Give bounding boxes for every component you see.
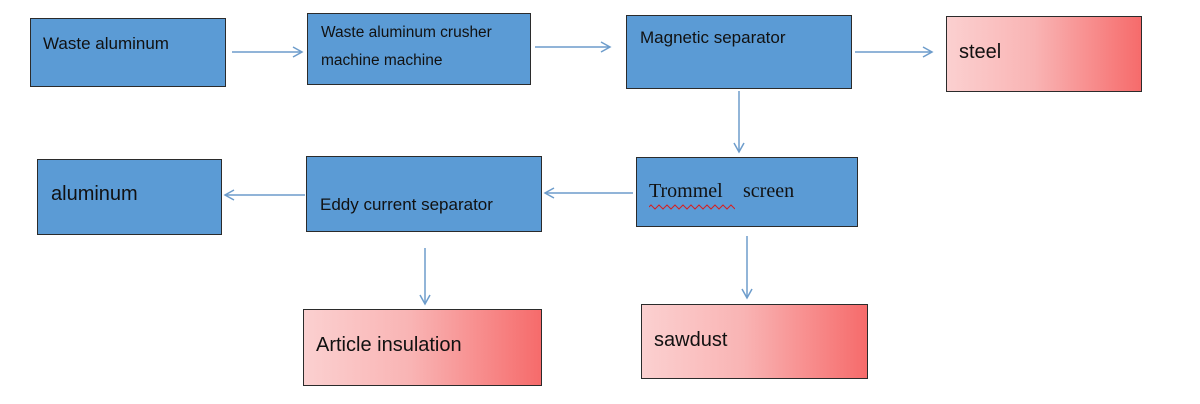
node-eddy-current-separator: Eddy current separator [306,156,542,232]
node-article-insulation: Article insulation [303,309,542,386]
node-eddy-current-separator-label: Eddy current separator [320,195,493,214]
spellcheck-underline [649,204,735,210]
node-crusher-label-line1: Waste aluminum crusher [321,24,492,41]
node-magnetic-separator: Magnetic separator [626,15,852,89]
node-article-insulation-label: Article insulation [316,334,462,356]
node-aluminum: aluminum [37,159,222,235]
node-steel-label: steel [959,41,1002,63]
node-aluminum-label: aluminum [51,183,138,205]
node-sawdust-label: sawdust [654,329,728,351]
node-magnetic-separator-label: Magnetic separator [640,28,786,47]
node-steel: steel [946,16,1142,92]
node-trommel-screen-word1: Trommel [649,180,723,202]
node-trommel-screen-word2: screen [743,180,795,202]
node-crusher-label-line2: machine machine [321,52,443,69]
node-crusher: Waste aluminum crusher machine machine [307,13,531,85]
node-trommel-screen: Trommel screen [636,157,858,227]
node-waste-aluminum-label: Waste aluminum [43,34,169,53]
node-sawdust: sawdust [641,304,868,379]
node-waste-aluminum: Waste aluminum [30,18,226,87]
